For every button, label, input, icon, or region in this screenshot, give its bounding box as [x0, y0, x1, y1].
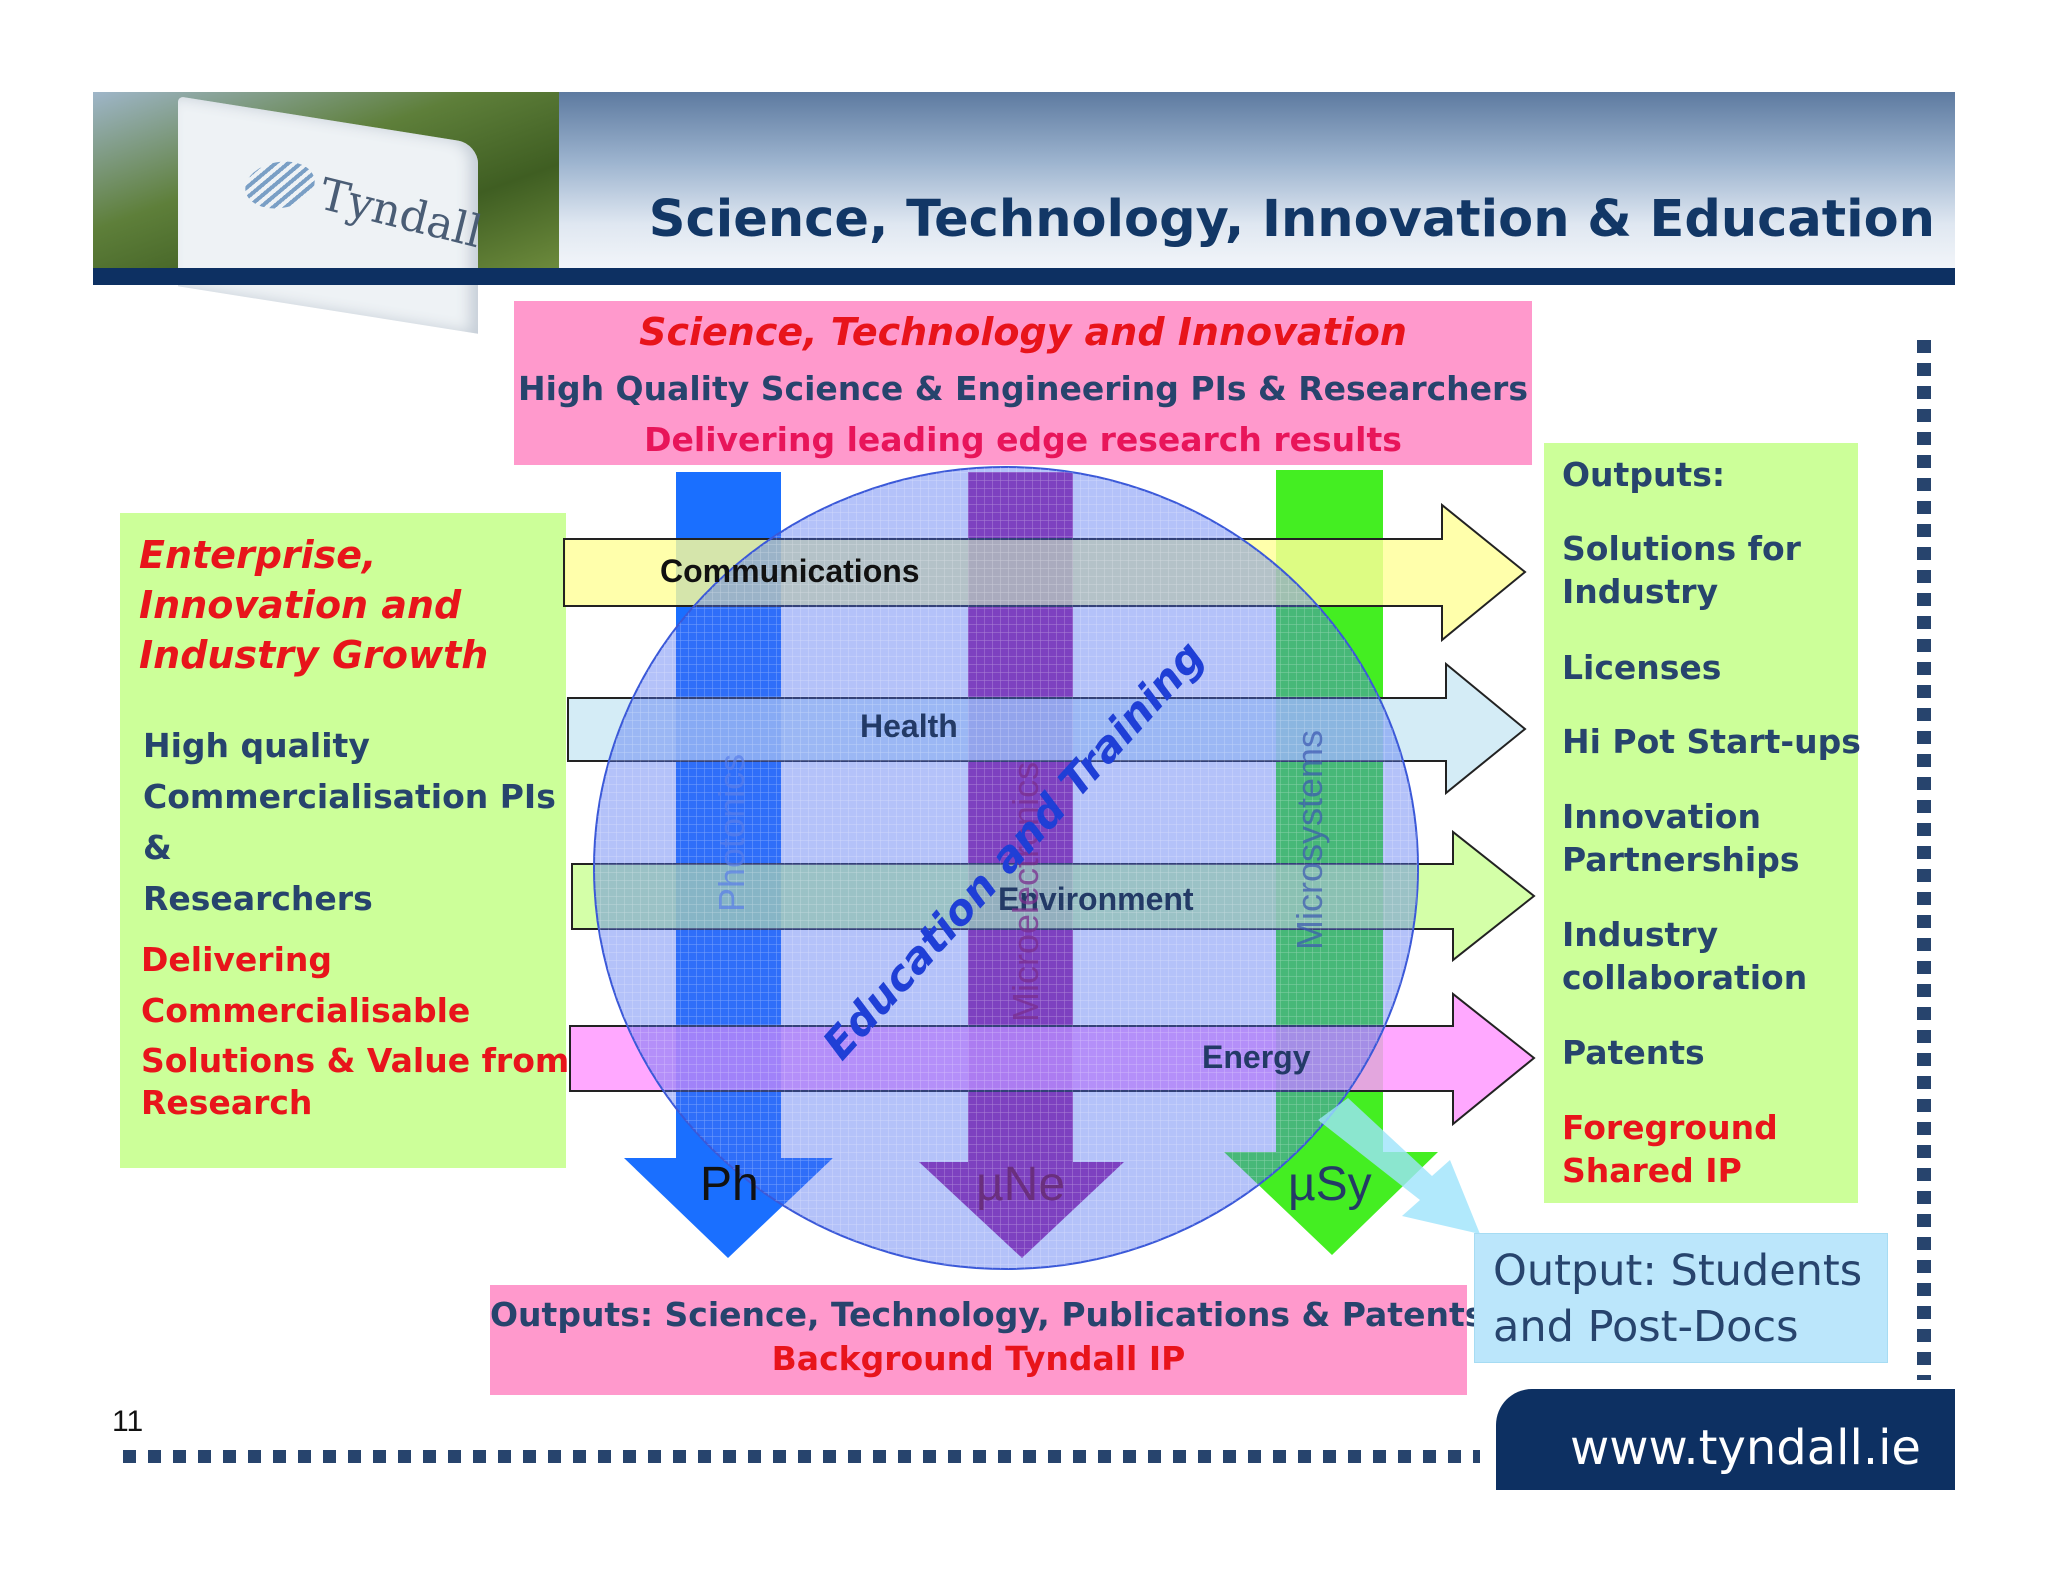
- output-item: Licenses: [1562, 648, 1722, 687]
- arrow-label-communications: Communications: [660, 553, 920, 589]
- enterprise-pis-line: High quality: [143, 726, 370, 765]
- science-box-line1: High Quality Science & Engineering PIs &…: [518, 369, 1528, 408]
- science-box-line2: Delivering leading edge research results: [644, 420, 1402, 459]
- enterprise-box: [120, 513, 566, 1168]
- enterprise-delivering-line: Delivering: [141, 940, 332, 979]
- enterprise-heading-line: Enterprise,: [139, 533, 377, 577]
- vertical-label-photonics: Photonics: [711, 754, 752, 912]
- enterprise-pis-line: &: [143, 828, 172, 867]
- enterprise-heading-line: Innovation and: [139, 583, 462, 627]
- footer-bar: [1496, 1389, 1955, 1490]
- right-dotted-border: [1917, 340, 1931, 1380]
- enterprise-delivering: Delivering Commercialisable Solutions & …: [141, 934, 569, 1124]
- arrow-label-health: Health: [860, 708, 958, 744]
- students-text: Output: Students and Post-Docs: [1493, 1243, 1862, 1355]
- students-line: Output: Students: [1493, 1246, 1863, 1296]
- arrow-short-usy: µSy: [1288, 1158, 1372, 1211]
- arrow-short-ph: Ph: [700, 1158, 759, 1211]
- outputs-science-line1: Outputs: Science, Technology, Publicatio…: [490, 1295, 1485, 1334]
- outputs-science-line2: Background Tyndall IP: [771, 1339, 1186, 1378]
- enterprise-heading-line: Industry Growth: [139, 633, 489, 677]
- enterprise-delivering-line: Solutions & Value from: [141, 1041, 570, 1080]
- enterprise-delivering-line: Commercialisable: [141, 991, 471, 1030]
- education-training-circle: [593, 466, 1419, 1270]
- arrow-short-une: µNe: [976, 1158, 1065, 1211]
- footer-url-link[interactable]: www.tyndall.ie: [1570, 1420, 1921, 1476]
- enterprise-pis-line: Researchers: [143, 879, 373, 918]
- header-band: [559, 92, 1955, 268]
- science-technology-box: [514, 301, 1532, 465]
- output-item: Hi Pot Start-ups: [1562, 722, 1861, 761]
- arrow-label-environment: Environment: [998, 881, 1194, 917]
- science-box-title: Science, Technology and Innovation: [639, 310, 1407, 354]
- arrow-label-energy: Energy: [1202, 1039, 1311, 1075]
- students-box: [1474, 1233, 1888, 1363]
- outputs-box: [1544, 443, 1858, 1203]
- students-arrow: [1318, 1098, 1480, 1234]
- page-title: Science, Technology, Innovation & Educat…: [648, 190, 1935, 249]
- footer-dotted-line: [123, 1450, 1480, 1463]
- outputs-title: Outputs:: [1562, 455, 1726, 494]
- output-item: Patents: [1562, 1033, 1705, 1072]
- students-line: and Post-Docs: [1493, 1302, 1799, 1352]
- outputs-science-box: [490, 1285, 1467, 1395]
- enterprise-heading: Enterprise, Innovation and Industry Grow…: [139, 530, 488, 680]
- header-rule: [93, 268, 1955, 285]
- page-number: 11: [112, 1405, 144, 1438]
- enterprise-pis: High quality Commercialisation PIs & Res…: [143, 720, 556, 924]
- enterprise-pis-line: Commercialisation PIs: [143, 777, 556, 816]
- vertical-label-microsystems: Microsystems: [1289, 730, 1330, 950]
- enterprise-delivering-line: Research: [141, 1083, 313, 1122]
- vertical-label-microelectronics: Microelectronics: [1005, 762, 1046, 1022]
